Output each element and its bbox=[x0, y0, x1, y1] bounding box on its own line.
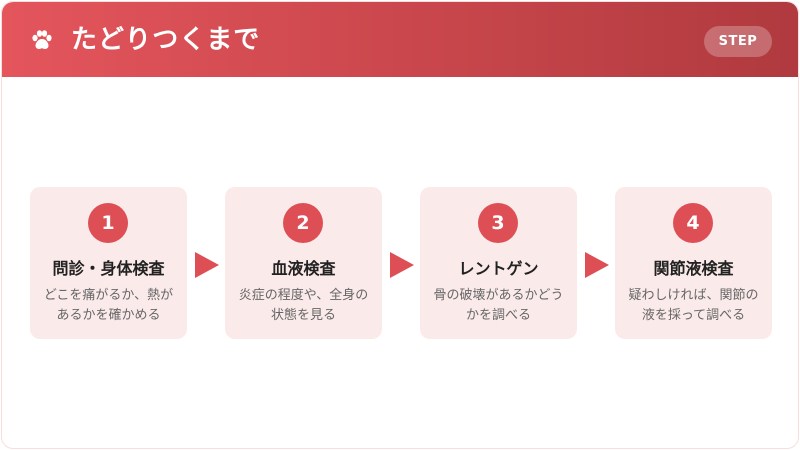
step-number-badge: 3 bbox=[478, 203, 518, 243]
step-number-badge: 2 bbox=[283, 203, 323, 243]
page-title: たどりつくまで bbox=[71, 25, 261, 55]
step-badge: STEP bbox=[704, 26, 772, 57]
step-title: 血液検査 bbox=[271, 259, 336, 278]
step-title: レントゲン bbox=[458, 259, 539, 278]
step-description: 炎症の程度や、全身の状態を見る bbox=[238, 288, 369, 323]
step-description: 疑わしければ、関節の液を採って調べる bbox=[628, 288, 759, 323]
step-card-1: 1 問診・身体検査 どこを痛がるか、熱があるかを確かめる bbox=[30, 187, 187, 339]
paw-icon bbox=[32, 30, 52, 49]
step-description: 骨の破壊があるかどうかを調べる bbox=[433, 288, 564, 323]
step-description: どこを痛がるか、熱があるかを確かめる bbox=[43, 288, 174, 323]
step-card-3: 3 レントゲン 骨の破壊があるかどうかを調べる bbox=[420, 187, 577, 339]
step-number-badge: 4 bbox=[673, 203, 713, 243]
step-number-badge: 1 bbox=[88, 203, 128, 243]
step-title: 関節液検査 bbox=[653, 259, 734, 278]
arrow-right-icon bbox=[195, 252, 219, 278]
header-bar: たどりつくまで STEP bbox=[2, 2, 798, 77]
arrow-right-icon bbox=[390, 252, 414, 278]
step-card-2: 2 血液検査 炎症の程度や、全身の状態を見る bbox=[225, 187, 382, 339]
step-title: 問診・身体検査 bbox=[52, 259, 165, 278]
arrow-right-icon bbox=[585, 252, 609, 278]
step-card-4: 4 関節液検査 疑わしければ、関節の液を採って調べる bbox=[615, 187, 772, 339]
